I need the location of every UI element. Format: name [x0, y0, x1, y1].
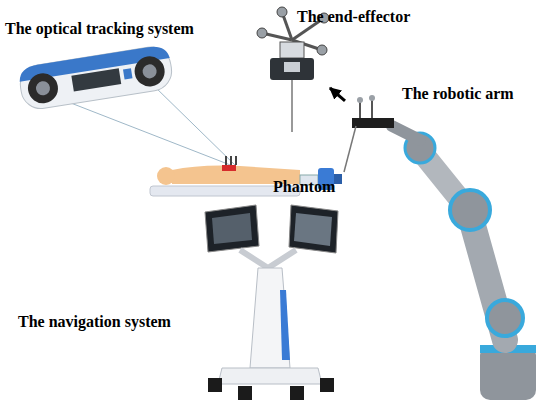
marker-ball: [369, 95, 375, 101]
monitor: [205, 205, 259, 252]
arm-joint: [487, 300, 523, 336]
tracker-panel: [123, 68, 132, 79]
patient-head: [157, 167, 175, 185]
marker-ball: [317, 45, 327, 55]
marker-ball: [277, 7, 287, 17]
cart-column: [250, 268, 290, 368]
arm-base: [480, 345, 536, 400]
tracker-body: [17, 44, 174, 111]
camera-lens: [26, 71, 60, 105]
arm-joint: [450, 190, 490, 230]
component-label: Phantom: [273, 178, 335, 196]
monitor: [289, 205, 338, 253]
patient-phantom: [150, 156, 342, 196]
needle: [291, 80, 293, 132]
arm-ring: [487, 300, 523, 336]
component-label: The optical tracking system: [5, 20, 194, 38]
pointer-arrow: [330, 88, 345, 101]
cart-stripe: [280, 290, 290, 360]
camera-lens: [35, 80, 51, 96]
wheel: [290, 386, 304, 400]
effector-window: [284, 62, 300, 72]
component-region: The robotic arm: [345, 85, 542, 403]
marker: [225, 156, 227, 165]
sight-line: [152, 84, 238, 168]
navigation-cart: [205, 205, 338, 400]
component-label: The navigation system: [18, 313, 171, 331]
monitor-screen: [212, 213, 252, 244]
component-region: The end-effector: [250, 8, 330, 135]
camera-lens: [132, 54, 166, 88]
wheel: [320, 378, 334, 392]
needle: [344, 126, 356, 172]
tracker-panel: [71, 68, 121, 91]
marker: [222, 165, 236, 171]
marker-ball: [257, 28, 267, 38]
arm-ring: [450, 190, 490, 230]
wheel: [238, 386, 252, 400]
sight-line: [58, 98, 238, 168]
marker: [230, 156, 232, 165]
component-label: The end-effector: [297, 8, 410, 26]
component-label: The robotic arm: [402, 85, 514, 103]
end-effector-device: [257, 7, 329, 132]
marker-ball: [357, 97, 363, 103]
tool-holder: [352, 118, 394, 128]
tracker-device: [17, 44, 174, 111]
cart-base: [218, 368, 322, 384]
component-region: Phantom: [150, 150, 340, 205]
effector-body: [270, 58, 314, 80]
arm-wrist: [392, 126, 420, 140]
component-region: The navigation system: [200, 200, 340, 400]
wheel: [208, 378, 222, 392]
marker: [235, 156, 237, 165]
effector-frame: [280, 42, 304, 58]
camera-lens: [142, 63, 158, 79]
monitor-screen: [294, 213, 332, 246]
monitor-arm: [240, 250, 296, 268]
component-region: The optical tracking system: [18, 45, 178, 115]
robotic-arm-device: [344, 95, 536, 400]
